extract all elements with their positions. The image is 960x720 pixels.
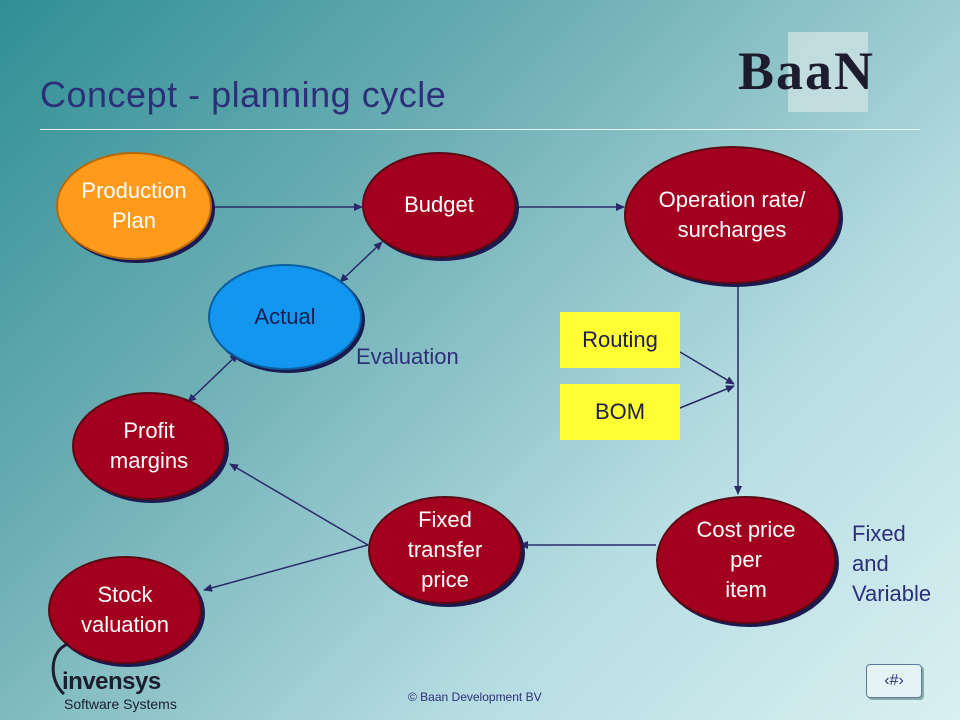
node-budget: Budget — [362, 152, 516, 258]
node-stock-valuation: Stock valuation — [48, 556, 202, 664]
label-fixed-and-variable: Fixed and Variable — [852, 521, 932, 606]
label-evaluation: Evaluation — [356, 344, 459, 369]
box-routing: Routing — [560, 312, 680, 368]
logo-backdrop — [788, 32, 868, 112]
invensys-subtitle: Software Systems — [64, 696, 177, 712]
baan-logo: BaaN — [738, 41, 876, 101]
invensys-logo-icon — [51, 642, 69, 696]
arrow-bom-to-junction — [679, 385, 735, 409]
arrow-routing-to-junction — [679, 351, 735, 385]
arrow-actual-profit — [187, 353, 239, 403]
copyright-footer: © Baan Development BV — [408, 690, 542, 704]
box-bom: BOM — [560, 384, 680, 440]
node-cost-price-per-item: Cost price per item — [656, 496, 836, 624]
arrow-transfer-to-profit — [229, 463, 369, 546]
node-production-plan: Production Plan — [56, 152, 212, 260]
arrow-transfer-to-stock — [203, 544, 369, 592]
node-operation-rate: Operation rate/ surcharges — [624, 146, 840, 284]
invensys-logo: invensys — [62, 668, 161, 695]
arrow-actual-budget — [339, 241, 383, 283]
title-divider — [40, 129, 920, 130]
slide-title: Concept - planning cycle — [40, 74, 447, 115]
node-profit-margins: Profit margins — [72, 392, 226, 500]
page-number-button[interactable]: ‹#› — [866, 664, 922, 698]
node-actual: Actual — [208, 264, 362, 370]
node-fixed-transfer-price: Fixed transfer price — [368, 496, 522, 604]
